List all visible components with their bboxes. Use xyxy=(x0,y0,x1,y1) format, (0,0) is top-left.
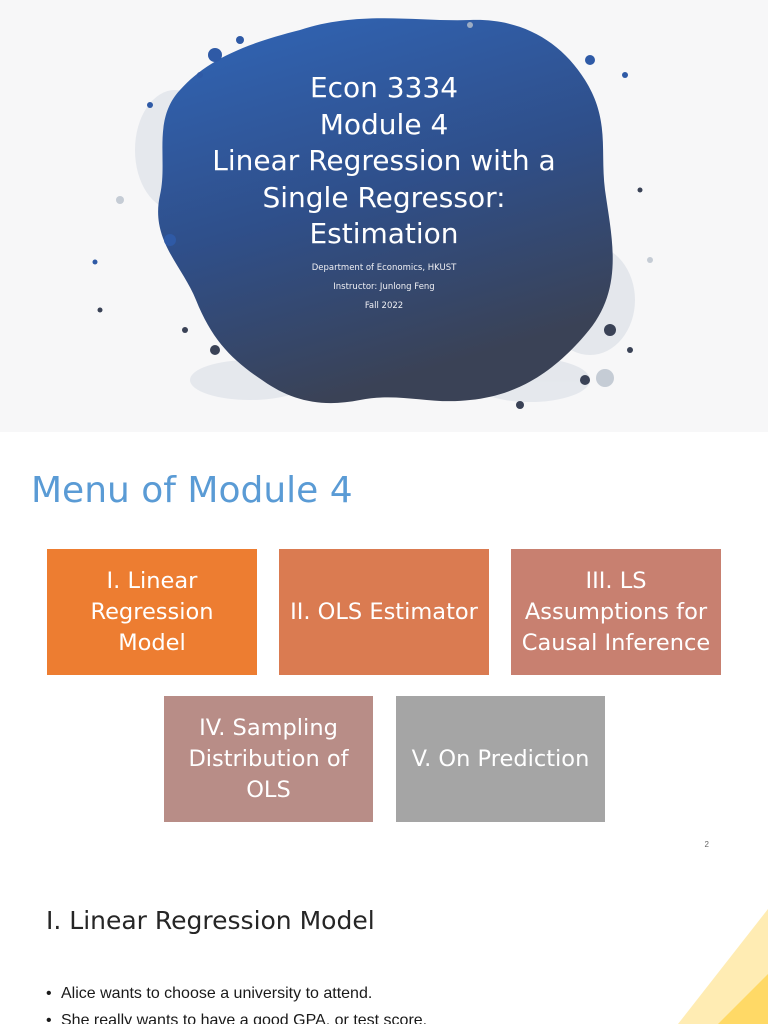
bullet-text: Alice wants to choose a university to at… xyxy=(61,985,373,1002)
instructor-label: Instructor: Junlong Feng xyxy=(333,281,435,292)
bullet-text: She really wants to have a good GPA, or … xyxy=(61,1012,428,1024)
menu-box-sampling-distribution[interactable]: IV. Sampling Distribution of OLS xyxy=(164,696,373,822)
box-text-line: OLS xyxy=(246,776,291,803)
corner-decoration xyxy=(678,909,768,1024)
box-text-line: IV. Sampling xyxy=(199,714,338,741)
bullet-dot-icon: • xyxy=(46,1012,52,1024)
box-text-line: Regression xyxy=(90,598,214,625)
menu-box-ls-assumptions[interactable]: III. LS Assumptions for Causal Inference xyxy=(511,549,721,675)
box-text-line: III. LS xyxy=(585,567,647,594)
department-label: Department of Economics, HKUST xyxy=(311,262,457,273)
course-code: Econ 3334 xyxy=(309,71,459,104)
ink-splash-background xyxy=(92,18,653,409)
module-title-line: Single Regressor: xyxy=(262,180,506,214)
menu-box-ols-estimator[interactable]: II. OLS Estimator xyxy=(279,549,489,675)
box-text-line: Causal Inference xyxy=(521,629,711,656)
module-number: Module 4 xyxy=(319,107,449,141)
module-title-line: Estimation xyxy=(309,217,459,250)
box-text-line: Model xyxy=(118,629,186,656)
bullet-list: • Alice wants to choose a university to a… xyxy=(46,980,427,1024)
box-text-line: V. On Prediction xyxy=(411,745,590,772)
section-title: I. Linear Regression Model xyxy=(46,906,375,935)
menu-box-linear-regression-model[interactable]: I. Linear Regression Model xyxy=(47,549,257,675)
bullet-item: • Alice wants to choose a university to a… xyxy=(46,980,427,1007)
module-title-line: Linear Regression with a xyxy=(212,144,556,177)
subtitle-block: Department of Economics, HKUST Instructo… xyxy=(184,259,584,316)
box-text-line: Distribution of xyxy=(188,745,349,772)
box-text-line: I. Linear xyxy=(106,567,198,594)
menu-title: Menu of Module 4 xyxy=(31,470,353,511)
page-number: 2 xyxy=(704,840,709,849)
menu-box-on-prediction[interactable]: V. On Prediction xyxy=(396,696,605,822)
bullet-dot-icon: • xyxy=(46,985,52,1002)
bullet-item: • She really wants to have a good GPA, or… xyxy=(46,1007,427,1024)
menu-slide: Menu of Module 4 I. Linear Regression Mo… xyxy=(0,432,768,864)
box-text-line: II. OLS Estimator xyxy=(290,598,478,625)
term-label: Fall 2022 xyxy=(364,300,404,311)
content-slide: I. Linear Regression Model • Alice wants … xyxy=(0,864,768,1024)
title-slide: Econ 3334 Module 4 Linear Regression wit… xyxy=(0,0,768,432)
box-text-line: Assumptions for xyxy=(524,598,708,625)
title-block: Econ 3334 Module 4 Linear Regression wit… xyxy=(184,70,584,316)
